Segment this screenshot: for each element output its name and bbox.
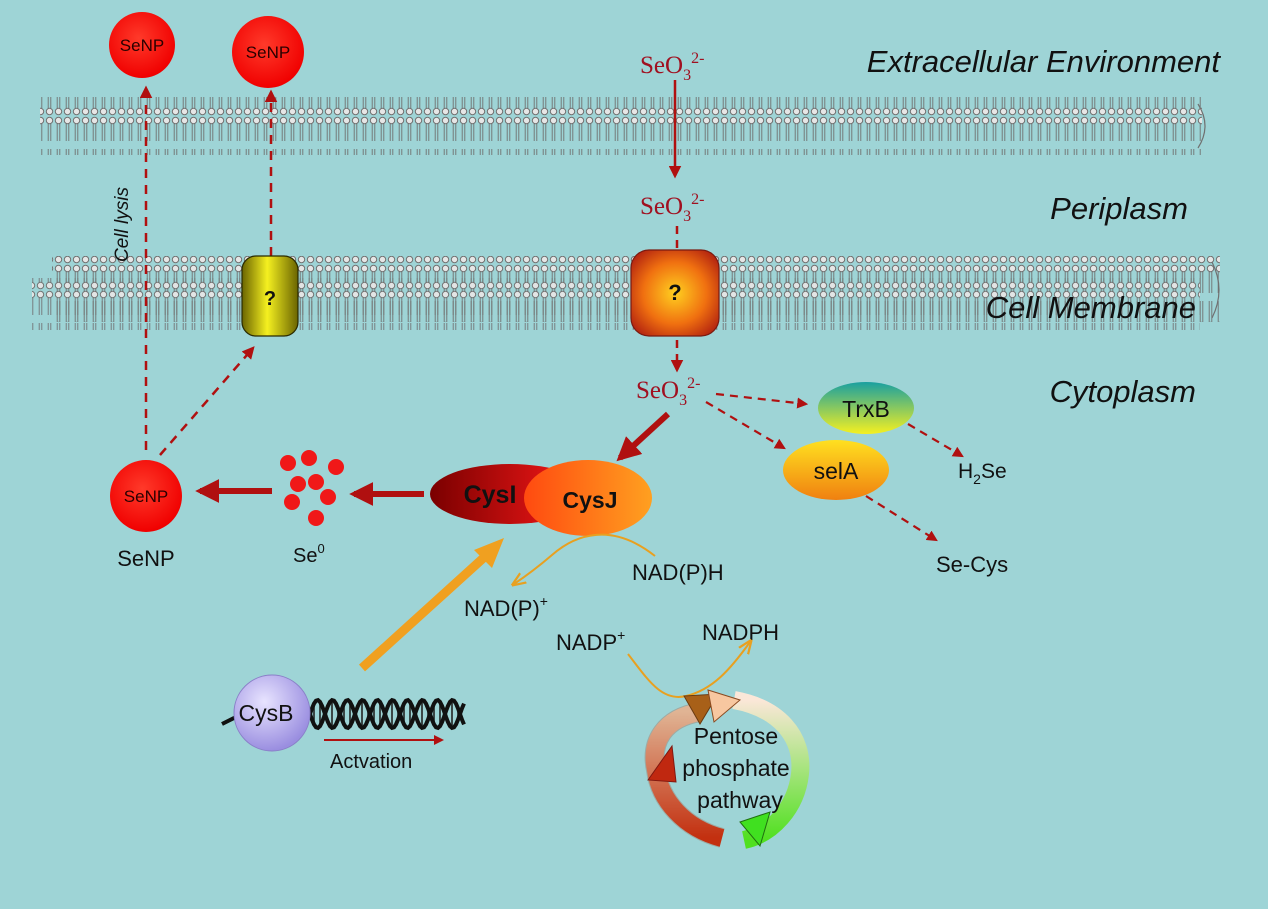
- cysb-label: CysB: [239, 700, 294, 726]
- transporter-yellow: [241, 255, 299, 337]
- nadph-label: NAD(P)H: [632, 560, 724, 585]
- cell-lysis-label: Cell lysis: [112, 187, 133, 262]
- pentose-phosphate-cycle: [644, 689, 810, 849]
- selenite-to-sela-arrow: [705, 401, 786, 450]
- selenite-to-cysij-arrow: [616, 411, 671, 462]
- h2se-label: H2Se: [958, 460, 1007, 487]
- export-arrow-to-transporter: [159, 346, 255, 456]
- cysb-activation-arrowhead: [474, 538, 504, 568]
- ppp-label-line1: Pentose: [694, 723, 778, 749]
- trxb-to-h2se-arrow: [907, 423, 964, 458]
- senp-caption: SeNP: [117, 546, 174, 571]
- nadp-plus-label-2: NADP+: [556, 627, 625, 655]
- transporter-orange: [630, 249, 720, 337]
- cysb-protein: [233, 674, 311, 752]
- sela-enzyme: [783, 440, 889, 500]
- se0-label: Se0: [293, 541, 325, 567]
- senp-extracellular-1-label: SeNP: [120, 36, 164, 55]
- cysj-enzyme: [524, 460, 652, 536]
- region-extracellular: Extracellular Environment: [867, 44, 1222, 79]
- region-periplasm: Periplasm: [1050, 191, 1188, 226]
- region-cell-membrane: Cell Membrane: [986, 290, 1196, 325]
- nadph-label-2: NADPH: [702, 620, 779, 645]
- senp-cytoplasm: [110, 460, 182, 532]
- senp-extracellular-2: [232, 16, 304, 88]
- region-cytoplasm: Cytoplasm: [1050, 374, 1196, 409]
- trxb-enzyme: [818, 382, 914, 434]
- dna-strand-1: [308, 697, 466, 731]
- outer-membrane-edge: [1197, 103, 1206, 149]
- senp-extracellular-2-label: SeNP: [246, 43, 290, 62]
- transporter-yellow-label: ?: [264, 288, 276, 310]
- senp-cytoplasm-label: SeNP: [124, 487, 168, 506]
- selenite-periplasm: SeO32-: [640, 191, 704, 225]
- sela-to-secys-arrow: [865, 495, 938, 542]
- trxb-label: TrxB: [842, 396, 890, 422]
- dna-helix: [308, 697, 466, 731]
- se0-particles: [280, 450, 344, 526]
- dna-strand-2: [308, 697, 466, 731]
- sela-label: selA: [814, 458, 859, 484]
- cysb-activation-arrow: [358, 548, 494, 672]
- ppp-label-line2: phosphate: [682, 755, 789, 781]
- outer-membrane: [40, 97, 1202, 155]
- ppp-label-line3: pathway: [697, 787, 783, 813]
- selenite-extracellular: SeO32-: [640, 50, 704, 84]
- selenite-to-trxb-arrow: [715, 392, 809, 409]
- senp-extracellular-1: [109, 12, 175, 78]
- inner-membrane-front: [32, 278, 1200, 330]
- nadp-plus-label: NAD(P)+: [464, 593, 548, 621]
- transporter-orange-label: ?: [668, 280, 681, 305]
- se-cys-label: Se-Cys: [936, 552, 1008, 577]
- inner-membrane-edge: [1211, 261, 1220, 319]
- cysj-label: CysJ: [563, 487, 618, 513]
- selenite-cytoplasm: SeO32-: [636, 375, 700, 409]
- nadp-reduction-arrow: [627, 642, 750, 698]
- activation-label: Actvation: [330, 751, 412, 773]
- cysi-label: CysI: [464, 481, 517, 509]
- nadph-oxidation-arrow: [514, 533, 656, 584]
